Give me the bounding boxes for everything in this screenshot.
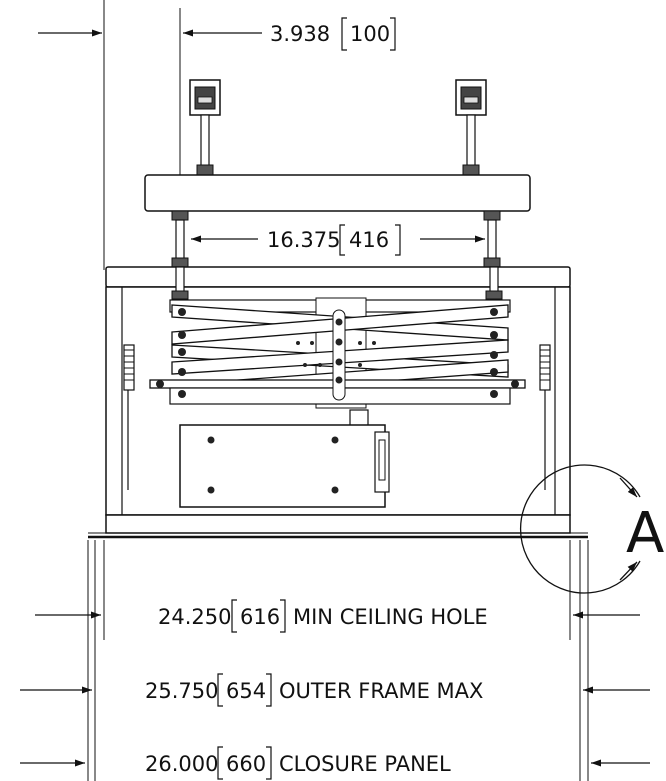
- spring-right: [539, 344, 551, 490]
- extension-lines-bottom: [87, 540, 589, 781]
- bracket-icon: [231, 599, 237, 633]
- dimension-label: CLOSURE PANEL: [279, 752, 451, 776]
- callout-arrow: [619, 477, 638, 498]
- dimension-metric: 616: [240, 605, 280, 629]
- dimension-rod-spacing: 16.375 416: [191, 224, 485, 256]
- dimension-value: 24.250: [158, 605, 231, 629]
- motor-box: [179, 409, 390, 508]
- bracket-icon: [341, 17, 347, 51]
- dimension-outer-frame: 25.750 654 OUTER FRAME MAX: [20, 673, 650, 707]
- dimension-ceiling-hole: 24.250 616 MIN CEILING HOLE: [35, 599, 640, 633]
- callout-arrow: [619, 561, 638, 581]
- scissor-mechanism: [149, 297, 526, 409]
- bracket-icon: [217, 673, 223, 707]
- ceiling-bracket-left: [189, 79, 221, 176]
- bracket-icon: [217, 746, 223, 780]
- upper-mounting-plate: [144, 174, 531, 212]
- lower-rods: [171, 266, 503, 300]
- dimension-label: OUTER FRAME MAX: [279, 679, 483, 703]
- dimension-value: 26.000: [145, 752, 218, 776]
- bracket-icon: [395, 224, 401, 256]
- bracket-icon: [339, 224, 345, 256]
- bracket-icon: [266, 673, 272, 707]
- spring-left: [123, 344, 135, 490]
- callout-letter: A: [626, 501, 664, 566]
- dimension-value: 25.750: [145, 679, 218, 703]
- callout-circle: [520, 464, 641, 594]
- dimension-metric: 416: [349, 228, 389, 252]
- dimension-value: 16.375: [267, 228, 340, 252]
- bracket-icon: [390, 17, 396, 51]
- bracket-icon: [266, 746, 272, 780]
- threaded-rod-left: [171, 210, 189, 268]
- dimension-metric: 654: [226, 679, 266, 703]
- trim-frame: [105, 514, 571, 534]
- dimension-value: 3.938: [270, 22, 330, 46]
- dimension-label: MIN CEILING HOLE: [293, 605, 488, 629]
- bracket-icon: [280, 599, 286, 633]
- threaded-rod-right: [483, 210, 501, 268]
- ceiling-bracket-right: [455, 79, 487, 176]
- dimension-closure-panel: 26.000 660 CLOSURE PANEL: [20, 746, 650, 780]
- dimension-top-offset: 3.938 100: [38, 0, 396, 270]
- dimension-metric: 660: [226, 752, 266, 776]
- dimension-metric: 100: [350, 22, 390, 46]
- detail-callout-a: A: [520, 464, 664, 594]
